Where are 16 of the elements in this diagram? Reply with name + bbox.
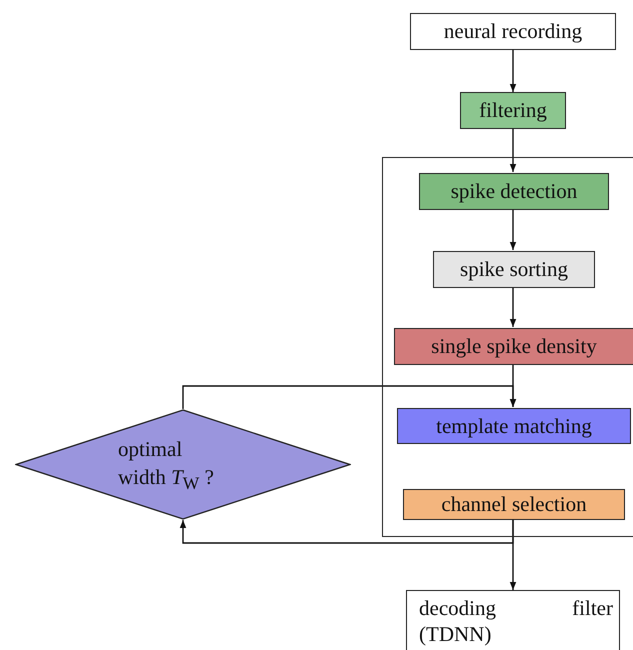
process-box: spike sorting [433, 251, 595, 288]
decision-text: optimal width T$_{W}$ ? [118, 436, 215, 496]
arrow [510, 209, 516, 250]
arrow [510, 129, 516, 172]
group-frame [382, 157, 633, 537]
arrow [510, 50, 516, 92]
arrow [182, 385, 516, 409]
arrow [180, 519, 514, 544]
process-box: filtering [460, 92, 566, 129]
process-box: template matching [397, 408, 631, 444]
process-box: spike detection [419, 173, 609, 210]
process-box: single spike density [394, 328, 633, 365]
process-box: neural recording [410, 13, 616, 50]
arrow [510, 287, 516, 327]
process-box: channel selection [403, 489, 625, 520]
process-box: decoding filter (TDNN) [406, 590, 620, 650]
